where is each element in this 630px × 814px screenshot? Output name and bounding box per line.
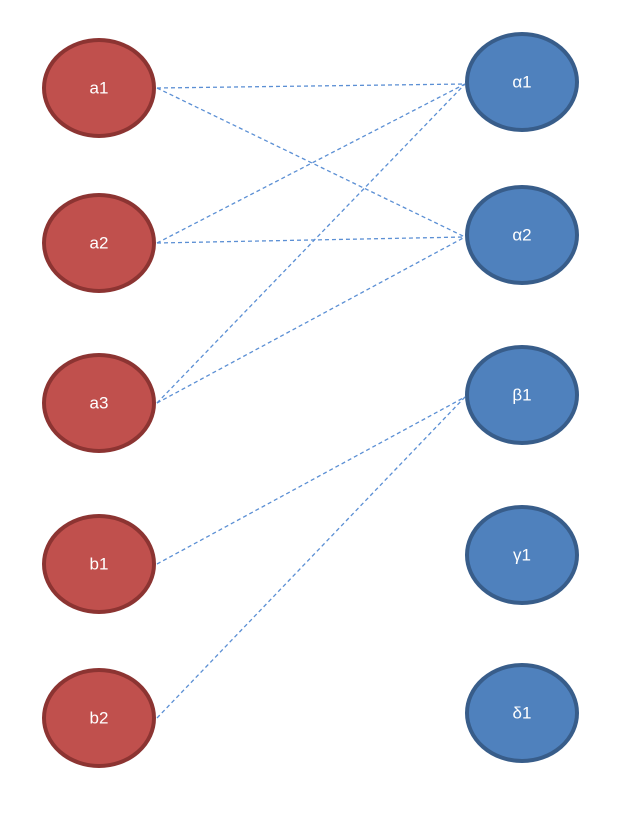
- node-beta1: β1: [465, 345, 579, 445]
- node-label: γ1: [513, 546, 531, 565]
- node-circle: [42, 514, 156, 614]
- node-circle: [465, 663, 579, 763]
- node-circle: [465, 345, 579, 445]
- node-a2: a2: [42, 193, 156, 293]
- node-label: a1: [90, 79, 109, 98]
- node-circle: [42, 668, 156, 768]
- edge-a1-alpha2: [156, 87, 466, 238]
- node-label: a3: [90, 394, 109, 413]
- node-circle: [42, 193, 156, 293]
- edge-a3-alpha1: [156, 83, 466, 404]
- node-b1: b1: [42, 514, 156, 614]
- node-circle: [465, 505, 579, 605]
- node-label: α1: [512, 73, 531, 92]
- node-alpha2: α2: [465, 185, 579, 285]
- edge-b1-beta1: [156, 396, 466, 565]
- node-label: b1: [90, 555, 109, 574]
- edge-a2-alpha2: [156, 236, 466, 244]
- nodes: a1 a2 a3 b1 b2 α1 α2 β1 γ1 δ1: [42, 32, 579, 768]
- edges: [156, 83, 466, 719]
- node-circle: [42, 38, 156, 138]
- node-label: β1: [512, 386, 531, 405]
- node-label: α2: [512, 226, 531, 245]
- edge-a1-alpha1: [156, 83, 466, 89]
- node-circle: [42, 353, 156, 453]
- node-a1: a1: [42, 38, 156, 138]
- edge-a2-alpha1: [156, 83, 466, 244]
- node-circle: [465, 185, 579, 285]
- edge-b2-beta1: [156, 396, 466, 719]
- node-delta1: δ1: [465, 663, 579, 763]
- node-label: δ1: [513, 704, 532, 723]
- node-circle: [465, 32, 579, 132]
- edge-a3-alpha2: [156, 236, 466, 404]
- node-gamma1: γ1: [465, 505, 579, 605]
- node-a3: a3: [42, 353, 156, 453]
- node-b2: b2: [42, 668, 156, 768]
- node-alpha1: α1: [465, 32, 579, 132]
- node-label: a2: [90, 234, 109, 253]
- node-label: b2: [90, 709, 109, 728]
